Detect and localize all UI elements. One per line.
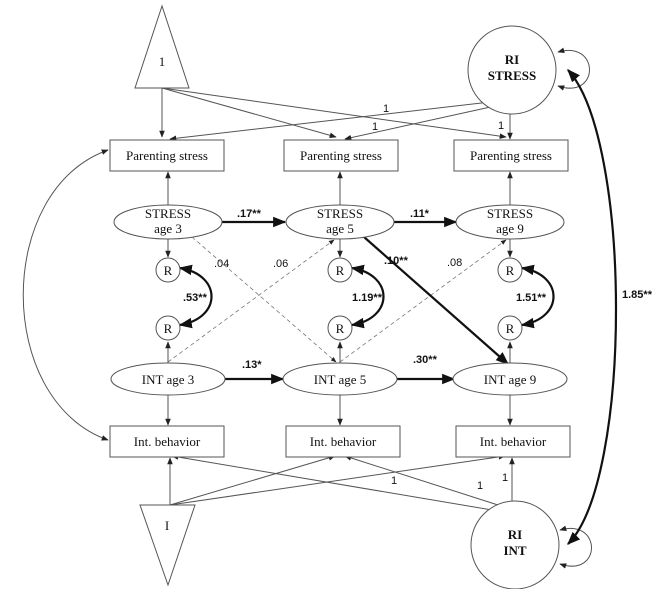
stress-node-9: STRESS age 9 [455, 204, 565, 240]
coef-int-5-9: .30** [413, 354, 438, 366]
coef-cross-int3-stress5: .06 [273, 258, 288, 270]
path-stress5-int9 [363, 236, 509, 365]
int-behavior-box-9: Int. behavior [455, 425, 571, 458]
coef-ri-int-loading-2: 1 [477, 480, 483, 492]
coef-ri-cov: 1.85** [622, 289, 653, 301]
coef-ri-stress-loading-2: 1 [372, 121, 378, 133]
residual-label: R [336, 321, 345, 336]
residual-label: R [506, 263, 515, 278]
parenting-int-behavior-covariance-arc [22, 149, 109, 441]
coef-stress-5-9: .11* [410, 208, 430, 220]
coef-cross-stress5-int9: .10** [384, 255, 409, 267]
ri-stress-node: RI STRESS [467, 25, 557, 115]
coef-ri-int-loading-1: 1 [391, 475, 397, 487]
int-behavior-box-5: Int. behavior [285, 425, 401, 458]
paths-int-residuals [165, 341, 513, 363]
residual-stress-3: R [155, 257, 181, 283]
int-node-5: INT age 5 [282, 362, 398, 396]
residual-int-9: R [497, 315, 523, 341]
path-int5-stress9 [339, 239, 507, 363]
stress-label-9-b: age 9 [496, 221, 524, 236]
stress-node-3: STRESS age 3 [113, 204, 223, 240]
residual-label: R [336, 263, 345, 278]
stress-label-3-b: age 3 [154, 221, 182, 236]
paths-ri-int-loadings [171, 454, 515, 511]
residual-int-3: R [155, 315, 181, 341]
stress-node-5: STRESS age 5 [285, 204, 395, 240]
int-node-3: INT age 3 [110, 362, 226, 396]
ri-int-label-1: RI [508, 527, 522, 542]
int-behavior-label-3: Int. behavior [134, 434, 201, 449]
parenting-stress-box-9: Parenting stress [453, 139, 569, 172]
residual-stress-5: R [327, 257, 353, 283]
coef-cross-int5-stress9: .08 [447, 257, 462, 269]
residual-label: R [164, 321, 173, 336]
coef-ri-stress-loading-1: 1 [383, 103, 389, 115]
coef-stress-3-5: .17** [237, 208, 262, 220]
parenting-stress-label-9: Parenting stress [470, 148, 552, 163]
coef-resid-cov-5: 1.19** [352, 292, 383, 304]
intercept-stress-node: 1 [134, 4, 190, 89]
parenting-stress-label-3: Parenting stress [126, 148, 208, 163]
intercept-int-node: I [139, 504, 196, 587]
coef-cross-stress3-int5: .04 [214, 258, 229, 270]
coef-resid-cov-3: .53** [183, 292, 208, 304]
parenting-stress-box-3: Parenting stress [109, 139, 225, 172]
paths-ri-stress-loadings [169, 101, 513, 142]
path-stress3-int5 [191, 236, 337, 363]
coef-ri-stress-loading-3: 1 [498, 120, 504, 132]
paths-stress-residuals [165, 239, 513, 258]
path-int3-stress5 [167, 239, 335, 363]
residual-stress-9: R [497, 257, 523, 283]
paths-stress-indicators [165, 171, 513, 205]
int-behavior-label-5: Int. behavior [310, 434, 377, 449]
parenting-stress-label-5: Parenting stress [300, 148, 382, 163]
stress-label-3-a: STRESS [145, 206, 191, 221]
int-label-9: INT age 9 [484, 372, 536, 387]
coef-resid-cov-9: 1.51** [516, 292, 547, 304]
ri-covariance-arc [567, 69, 618, 545]
intercept-int-label: I [165, 518, 169, 533]
intercept-stress-label: 1 [159, 54, 166, 69]
coef-int-3-5: .13* [242, 359, 262, 371]
paths-int-indicators [165, 395, 513, 426]
resid-cov-arc-3 [178, 264, 213, 329]
int-behavior-label-9: Int. behavior [480, 434, 547, 449]
ri-stress-variance-loop [557, 47, 590, 91]
ri-int-label-2: INT [503, 543, 526, 558]
coef-ri-int-loading-3: 1 [502, 472, 508, 484]
paths-intercept-stress [159, 87, 507, 139]
stress-label-5-b: age 5 [326, 221, 354, 236]
residual-label: R [506, 321, 515, 336]
ri-stress-label-1: RI [505, 52, 519, 67]
int-label-3: INT age 3 [142, 372, 194, 387]
int-label-5: INT age 5 [314, 372, 366, 387]
stress-label-9-a: STRESS [487, 206, 533, 221]
residual-label: R [164, 263, 173, 278]
int-node-9: INT age 9 [452, 362, 568, 396]
parenting-stress-box-5: Parenting stress [283, 139, 399, 172]
ri-int-node: RI INT [470, 500, 560, 589]
resid-cov-arc-9 [520, 264, 555, 329]
resid-cov-arc-5 [350, 264, 385, 329]
ri-stress-label-2: STRESS [488, 68, 536, 83]
int-behavior-box-3: Int. behavior [109, 425, 225, 458]
residual-int-5: R [327, 315, 353, 341]
paths-intercept-int [167, 454, 506, 506]
stress-label-5-a: STRESS [317, 206, 363, 221]
